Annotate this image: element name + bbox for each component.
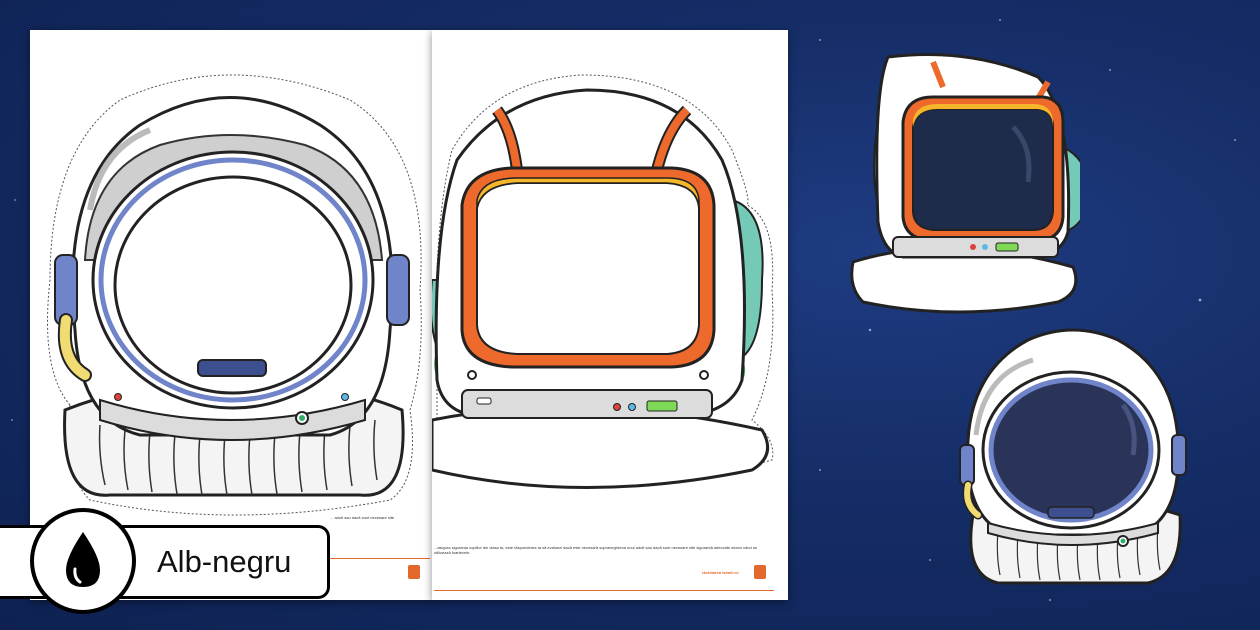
helmet-preview-orange bbox=[850, 53, 1080, 314]
footer-rule bbox=[330, 558, 430, 559]
badge-label: Alb-negru bbox=[157, 544, 292, 579]
badge-icon-circle bbox=[30, 508, 136, 614]
twinkl-logo bbox=[408, 565, 420, 579]
safety-note: ... adult sau dacă sunt necesare site bbox=[330, 515, 395, 520]
worksheet-page-left: ... adult sau dacă sunt necesare site bbox=[30, 30, 434, 600]
safety-note: ...asigura siguranța copiilor din clasa … bbox=[434, 545, 758, 555]
helmet-cutout-square-visor bbox=[432, 74, 774, 489]
twinkl-logo bbox=[754, 565, 766, 579]
helmet-preview-blue bbox=[959, 328, 1187, 585]
helmet-cutout-round-visor bbox=[47, 74, 422, 516]
footer-rule bbox=[434, 590, 774, 591]
brand-text: răchitarea twinkl.ro bbox=[702, 570, 739, 575]
ink-drop-icon bbox=[66, 532, 100, 587]
worksheet-page-right: ...asigura siguranța copiilor din clasa … bbox=[432, 30, 788, 600]
